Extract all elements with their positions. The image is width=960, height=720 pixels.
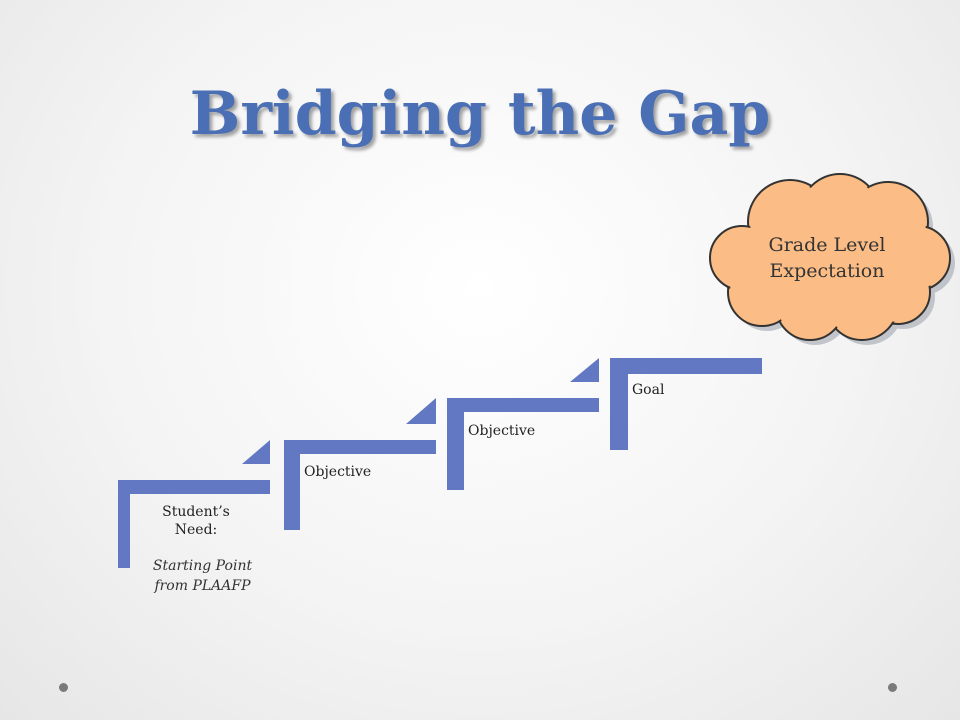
step-3-top-bar — [447, 398, 599, 412]
step-3 — [447, 358, 599, 490]
step-2-left-bar — [284, 440, 300, 530]
step-4-top-bar — [610, 358, 762, 374]
step-2-label: Objective — [304, 464, 372, 480]
step-4-label: Goal — [632, 382, 665, 398]
step-2 — [284, 398, 436, 530]
circle-dot-icon — [59, 683, 68, 692]
step-1 — [118, 440, 270, 568]
step-1-label: Student’s Need: — [162, 504, 230, 538]
step-4 — [610, 358, 762, 450]
step-3-label: Objective — [468, 423, 536, 439]
step-2-top-bar — [284, 440, 436, 454]
cloud-fill — [712, 176, 948, 338]
step-1-arrow-tip — [242, 440, 270, 464]
cloud-label: Grade Level Expectation — [768, 234, 886, 282]
step-3-arrow-tip — [570, 358, 599, 382]
step-4-left-bar — [610, 358, 628, 450]
step-2-arrow-tip — [406, 398, 436, 424]
step-1-left-bar — [118, 480, 130, 568]
step-1-top-bar — [118, 480, 270, 494]
step-3-left-bar — [447, 398, 464, 490]
circle-dot-icon — [888, 683, 897, 692]
step-1-sublabel: Starting Point from PLAAFP — [152, 558, 253, 594]
slide-title: Bridging the Gap — [189, 79, 771, 149]
